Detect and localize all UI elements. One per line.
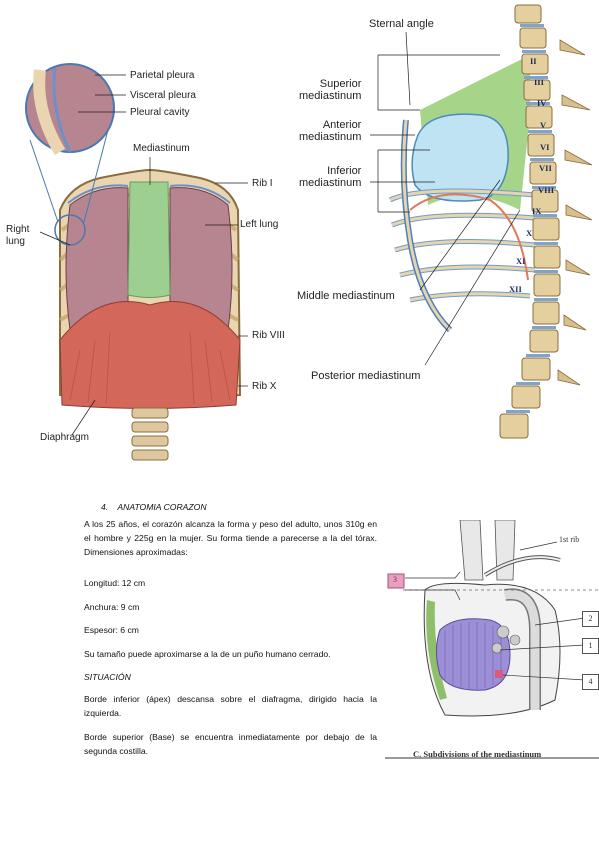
rib-numeral: IX — [532, 206, 542, 216]
label-inferior-mediastinum: Inferior mediastinum — [299, 165, 362, 189]
label-parietal-pleura: Parietal pleura — [130, 70, 195, 81]
label-first-rib: 1st rib — [559, 535, 580, 544]
number-box-1: 1 — [582, 638, 599, 654]
label-superior-mediastinum: Superior mediastinum — [299, 78, 362, 102]
rib-numeral: XII — [509, 284, 522, 294]
label-anterior-mediastinum: Anterior mediastinum — [299, 119, 362, 143]
paragraph-age-weight: A los 25 años, el corazón alcanza la for… — [84, 519, 377, 557]
heart-region — [411, 113, 509, 202]
paragraph-size: Su tamaño puede aproximarse a la de un p… — [84, 649, 331, 659]
rib-numeral: VII — [539, 163, 552, 173]
rib-numeral: II — [530, 56, 537, 66]
label-rib-i: Rib I — [252, 178, 273, 189]
label-rib-x: Rib X — [252, 381, 277, 392]
label-posterior-mediastinum: Posterior mediastinum — [311, 370, 421, 382]
subheading-situacion: SITUACIÓN — [84, 672, 131, 682]
figure-mediastinum-lateral — [370, 4, 593, 439]
label-pleural-cavity: Pleural cavity — [130, 107, 190, 118]
rib-numeral: IV — [537, 98, 547, 108]
label-diaphragm: Diaphragm — [40, 432, 89, 443]
paragraph-superior-border: Borde superior (Base) se encuentra inmed… — [84, 732, 377, 756]
rib-numeral: V — [540, 120, 547, 130]
heading-title: ANATOMIA CORAZON — [117, 502, 207, 512]
rib-numeral: X — [526, 228, 533, 238]
figure-subdivisions-mediastinum — [385, 520, 599, 760]
figure-thorax-frontal — [25, 63, 248, 461]
label-mediastinum: Mediastinum — [133, 143, 190, 154]
rib-numeral: III — [534, 77, 544, 87]
label-sternal-angle: Sternal angle — [369, 18, 434, 30]
figure-c-caption: C. Subdivisions of the mediastinum — [413, 749, 542, 759]
marker-3: 3 — [393, 575, 397, 584]
rib-numeral: XI — [516, 256, 526, 266]
rib-numeral: VIII — [538, 185, 555, 195]
number-box-4: 4 — [582, 674, 599, 690]
dimension-anchura: Anchura: 9 cm — [84, 602, 140, 612]
mediastinum-shape — [127, 181, 171, 298]
paragraph-inferior-border: Borde inferior (ápex) descansa sobre el … — [84, 694, 377, 718]
rib-numeral: VI — [540, 142, 550, 152]
label-visceral-pleura: Visceral pleura — [130, 90, 196, 101]
label-left-lung: Left lung — [240, 219, 279, 230]
label-rib-viii: Rib VIII — [252, 330, 285, 341]
label-middle-mediastinum: Middle mediastinum — [297, 290, 395, 302]
label-right-lung: Right lung — [6, 224, 30, 247]
dimension-espesor: Espesor: 6 cm — [84, 625, 139, 635]
dimension-longitud: Longitud: 12 cm — [84, 578, 146, 588]
heading-number: 4. — [101, 502, 109, 512]
heart-purple — [436, 618, 511, 691]
section-heading: 4. ANATOMIA CORAZON — [101, 502, 207, 512]
number-box-2: 2 — [582, 611, 599, 627]
diaphragm-shape — [59, 301, 241, 409]
